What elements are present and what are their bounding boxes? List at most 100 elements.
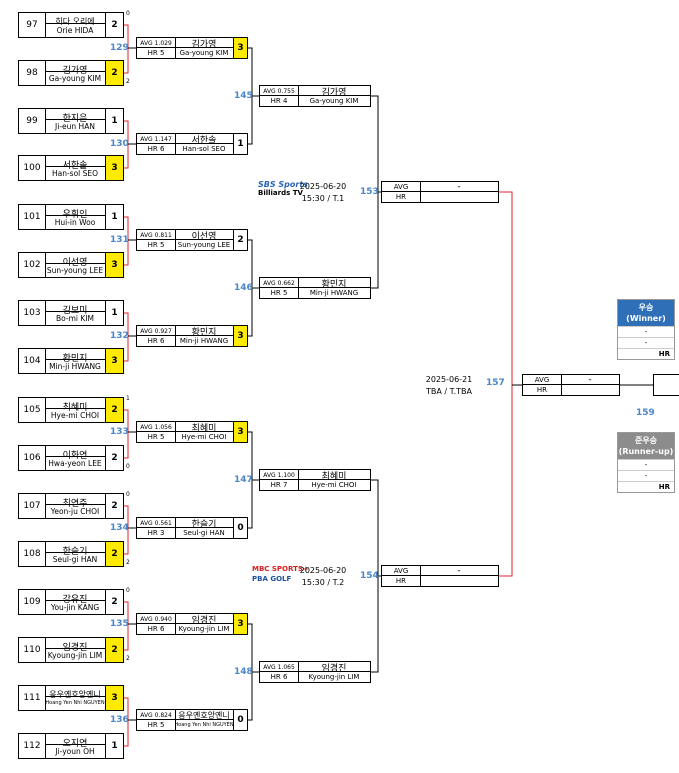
- seed-number: 107: [19, 494, 46, 518]
- final-avg: AVG: [523, 375, 562, 385]
- seed-number: 106: [19, 446, 46, 470]
- player-name-ko: 한지은: [62, 113, 88, 124]
- set-score: 2: [126, 655, 130, 662]
- match-number-130: 130: [110, 139, 129, 149]
- player-name-ko: 김가영: [191, 39, 217, 49]
- player-name-en: Hye-mi CHOI: [298, 479, 370, 490]
- player-name-ko: 김가영: [62, 65, 88, 76]
- player-score: 0: [233, 710, 247, 730]
- player-name-ko: 강유진: [62, 594, 88, 605]
- player-score: 3: [105, 349, 123, 373]
- player-score: 1: [233, 134, 247, 154]
- match-number-final: 157: [486, 378, 505, 388]
- player-name-en: Min-ji HWANG: [45, 359, 105, 372]
- runner-up-title: 준우승: [634, 436, 658, 445]
- player-name-ko: 한슬기: [62, 546, 88, 557]
- player-name-ko: 임경진: [191, 615, 217, 625]
- player-name-en: Hoang Yen Nhi NGUYEN: [175, 719, 233, 730]
- hr-label: HR: [382, 575, 421, 586]
- match-number-132: 132: [110, 331, 129, 341]
- hr-label: HR 3: [137, 527, 176, 538]
- set-score: 0: [126, 491, 130, 498]
- avg-label: AVG: [382, 182, 421, 192]
- player-name-en: Kyoung-jin LIM: [45, 648, 105, 661]
- seed-number: 103: [19, 301, 46, 325]
- set-score: 0: [126, 10, 130, 17]
- match-number-153: 153: [360, 187, 379, 197]
- player-score: 3: [105, 686, 123, 710]
- avg-label: AVG 0.940: [137, 614, 176, 624]
- player-name-en: Bo-mi KIM: [45, 311, 105, 324]
- match-number-133: 133: [110, 427, 129, 437]
- connector-r1-2: [124, 216, 129, 266]
- broadcaster-top-line2: Billiards TV: [258, 189, 303, 197]
- seed-number: 110: [19, 638, 46, 662]
- match-number-134: 134: [110, 523, 129, 533]
- avg-label: AVG 0.811: [137, 230, 176, 240]
- player-name-en: Yeon-ju CHOI: [45, 504, 105, 517]
- seed-number: 102: [19, 253, 46, 277]
- connector-r1-4: [124, 409, 129, 459]
- player-score: 1: [105, 109, 123, 133]
- connector-r1-7: [124, 697, 129, 747]
- hr-label: HR 5: [137, 239, 176, 250]
- seed-number: 112: [19, 734, 46, 758]
- player-score: 3: [233, 614, 247, 634]
- match-number-145: 145: [234, 91, 253, 101]
- player-name: -: [457, 566, 461, 576]
- player-score: 1: [105, 205, 123, 229]
- player-name-en: Ga-young KIM: [45, 71, 105, 84]
- final-hr: HR: [523, 384, 562, 395]
- player-name-ko: 최혜미: [62, 402, 88, 413]
- mbc-sports-logo: MBC SPORTS+ PBA GOLF: [252, 564, 309, 584]
- player-name-en: Hwa-yeon LEE: [45, 456, 105, 469]
- hr-label: HR 5: [137, 431, 176, 442]
- player-score: 2: [105, 494, 123, 518]
- set-score: 0: [126, 463, 130, 470]
- runner-up-header: 준우승 (Runner-up): [618, 433, 674, 459]
- player-score: 2: [105, 13, 123, 37]
- player-name-ko: 최연주: [62, 498, 88, 509]
- match-number-147: 147: [234, 475, 253, 485]
- player-name-en: Han-sol SEO: [175, 143, 233, 154]
- winner-hr: HR: [618, 348, 674, 359]
- player-name-ko: 서한솔: [191, 135, 217, 145]
- player-name-en: Sun-young LEE: [175, 239, 233, 250]
- sbs-sports-logo: SBS Sports Billiards TV: [258, 180, 308, 198]
- avg-label: AVG 0.561: [137, 518, 176, 528]
- set-score: 2: [126, 78, 130, 85]
- schedule-bottom-date: 2025-06-20: [299, 566, 347, 575]
- avg-label: AVG: [382, 566, 421, 576]
- seed-number: 109: [19, 590, 46, 614]
- player-name-en: Ga-young KIM: [298, 95, 370, 106]
- connector-r1-3: [124, 312, 129, 362]
- match-number-154: 154: [360, 571, 379, 581]
- match-number-131: 131: [110, 235, 129, 245]
- player-name-en: Ji-youn OH: [45, 744, 105, 757]
- connector-r1-5: [124, 505, 129, 555]
- avg-label: AVG 1.100: [260, 470, 299, 480]
- player-score: 2: [105, 542, 123, 566]
- runner-up-card: 준우승 (Runner-up) - - HR: [617, 432, 675, 493]
- avg-label: AVG 1.065: [260, 662, 299, 672]
- match-number-159: 159: [636, 408, 655, 418]
- player-name-ko: 이화연: [62, 450, 88, 461]
- schedule-final: 2025-06-21 TBA / T.TBA: [418, 374, 480, 398]
- avg-label: AVG 0.927: [137, 326, 176, 336]
- hr-label: HR 4: [260, 95, 299, 106]
- final-player-en: [561, 384, 619, 395]
- runner-up-hr: HR: [618, 481, 674, 492]
- hr-label: HR 6: [137, 623, 176, 634]
